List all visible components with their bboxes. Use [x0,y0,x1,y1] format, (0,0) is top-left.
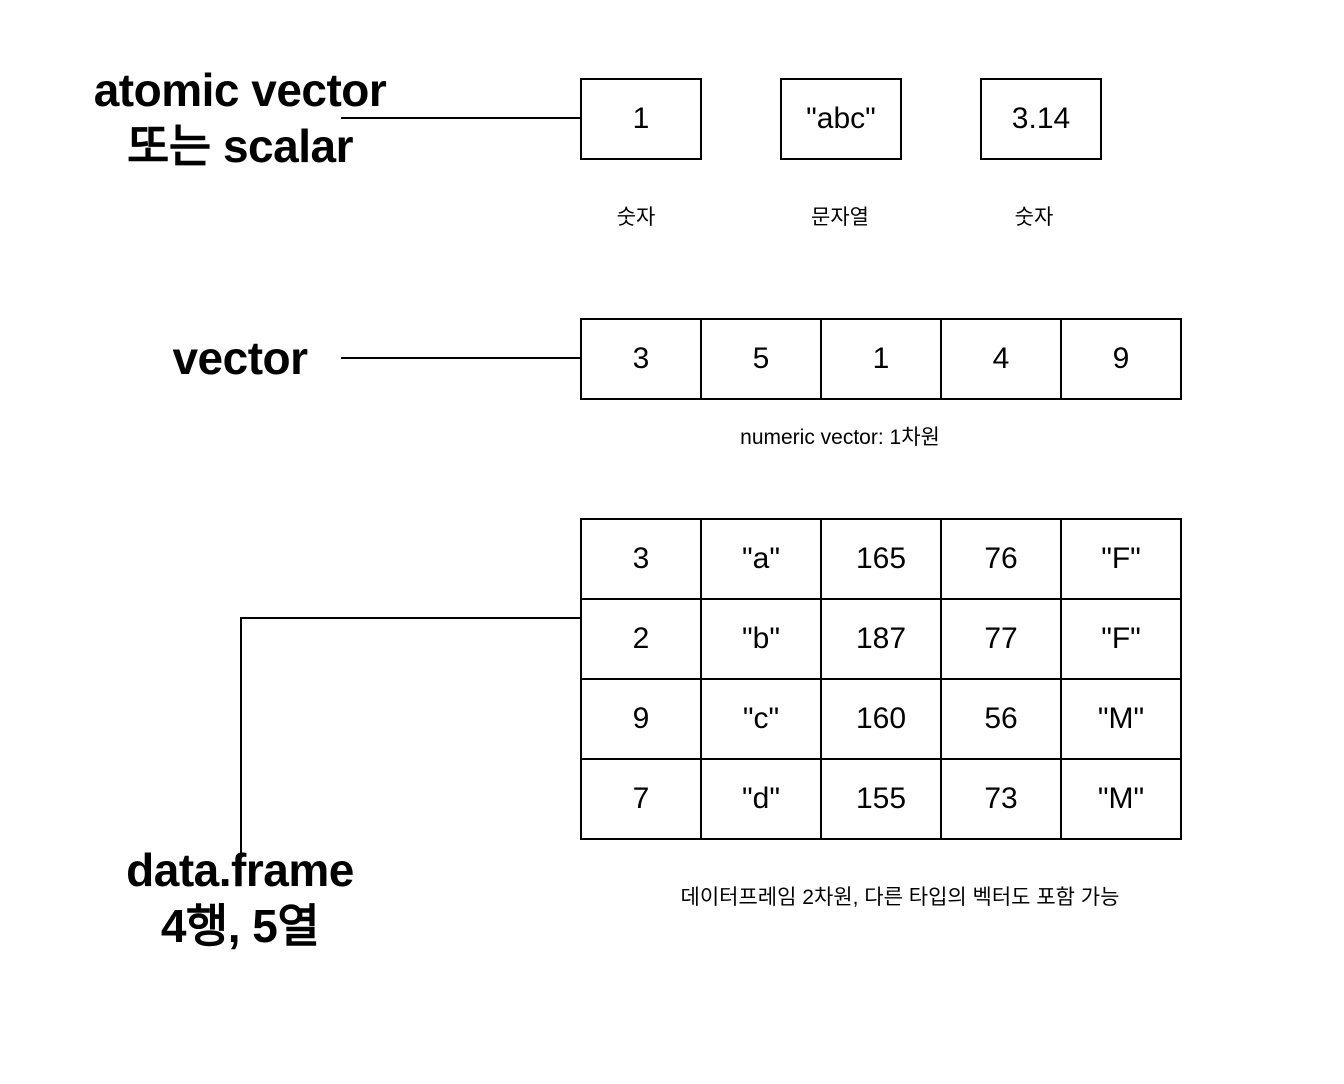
dataframe-cell: 160 [822,680,942,760]
dataframe-label-line2: 4행, 5열 [160,900,320,952]
dataframe-cell: 165 [822,520,942,600]
dataframe-cell: "a" [702,520,822,600]
dataframe-label-line1: data.frame [126,844,354,896]
dataframe-label: data.frame 4행, 5열 [60,842,420,954]
dataframe-table: 3 "a" 165 76 "F" 2 "b" 187 77 "F" 9 "c" … [580,518,1182,840]
dataframe-caption: 데이터프레임 2차원, 다른 타입의 벡터도 포함 가능 [680,886,1120,909]
vector-cell: 1 [822,320,942,400]
vector-cell: 5 [702,320,822,400]
dataframe-cell: 3 [582,520,702,600]
dataframe-cell: "c" [702,680,822,760]
scalar-box-decimal: 3.14 [980,78,1102,160]
vector-cell: 9 [1062,320,1182,400]
dataframe-cell: 7 [582,760,702,840]
dataframe-cell: 2 [582,600,702,680]
dataframe-connector-vertical [240,618,242,858]
scalar-value: "abc" [806,102,876,135]
dataframe-cell: "F" [1062,600,1182,680]
dataframe-cell: "F" [1062,520,1182,600]
scalar-value: 1 [632,102,650,135]
vector-cell: 3 [582,320,702,400]
vector-label: vector [172,332,308,384]
dataframe-cell: 77 [942,600,1062,680]
atomic-vector-label: atomic vector 또는 scalar [40,62,440,174]
vector-caption: numeric vector: 1차원 [740,426,940,449]
scalar-value: 3.14 [1011,102,1071,135]
scalar-box-number: 1 [580,78,702,160]
scalar-caption: 숫자 [1014,206,1054,229]
dataframe-connector-horizontal [240,617,581,619]
dataframe-cell: 187 [822,600,942,680]
scalar-box-string: "abc" [780,78,902,160]
vector-connector-line [341,357,581,359]
vector-cell: 4 [942,320,1062,400]
atomic-vector-label-line1: atomic vector [93,64,387,116]
vector-cells: 3 5 1 4 9 [580,318,1182,400]
dataframe-cell: "d" [702,760,822,840]
dataframe-cell: "M" [1062,760,1182,840]
dataframe-cell: "b" [702,600,822,680]
atomic-connector-line [341,117,581,119]
atomic-vector-label-line2: 또는 scalar [127,120,353,172]
dataframe-cell: 155 [822,760,942,840]
dataframe-cell: 73 [942,760,1062,840]
dataframe-cell: 76 [942,520,1062,600]
scalar-caption: 숫자 [616,206,656,229]
dataframe-cell: 9 [582,680,702,760]
dataframe-cell: 56 [942,680,1062,760]
scalar-caption: 문자열 [811,206,869,229]
dataframe-cell: "M" [1062,680,1182,760]
